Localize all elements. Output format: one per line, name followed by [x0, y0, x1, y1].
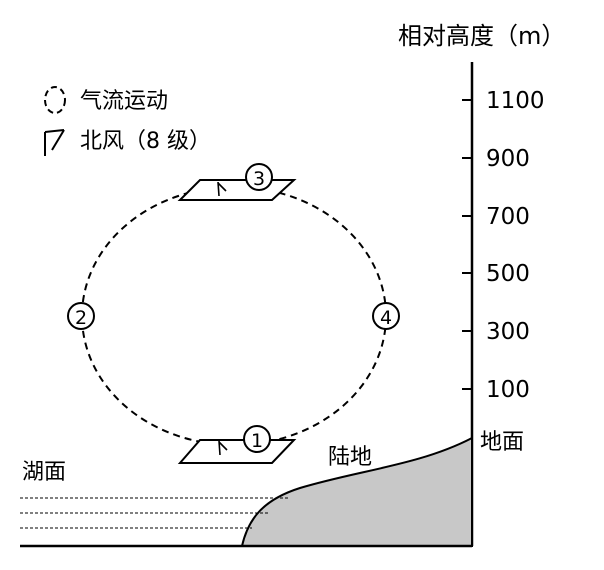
- axis-title: 相对高度（m）: [398, 22, 565, 50]
- tick-label: 700: [486, 204, 530, 230]
- land-label: 陆地: [328, 445, 372, 470]
- tick-label: 500: [486, 261, 530, 287]
- point-3-digit: 3: [253, 168, 265, 190]
- upper-wind-plate: [177, 179, 297, 201]
- airflow-circulation: [81, 186, 387, 446]
- legend-wind-flag-icon: [44, 129, 65, 156]
- point-2-digit: 2: [75, 307, 87, 329]
- point-1-marker: [243, 425, 271, 453]
- legend-airflow-label: 气流运动: [80, 89, 168, 114]
- ground-label: 地面: [480, 430, 524, 455]
- tick-label: 900: [486, 146, 530, 172]
- lake-label: 湖面: [22, 460, 66, 485]
- legend-airflow-icon: [44, 86, 66, 114]
- point-3-marker: [245, 163, 273, 191]
- tick-label: 100: [486, 377, 530, 403]
- legend-wind-label: 北风（8 级）: [80, 129, 211, 154]
- lower-wind-plate: [177, 439, 297, 464]
- point-2-marker: [67, 302, 95, 330]
- land-area: [240, 436, 473, 547]
- upper-wind-flag-icon: [217, 181, 227, 197]
- point-4-marker: [372, 302, 400, 330]
- tick-label: 1100: [486, 88, 545, 114]
- point-1-digit: 1: [251, 430, 263, 452]
- tick-label: 300: [486, 319, 530, 345]
- point-4-digit: 4: [380, 307, 392, 329]
- lower-wind-flag-icon: [218, 440, 228, 456]
